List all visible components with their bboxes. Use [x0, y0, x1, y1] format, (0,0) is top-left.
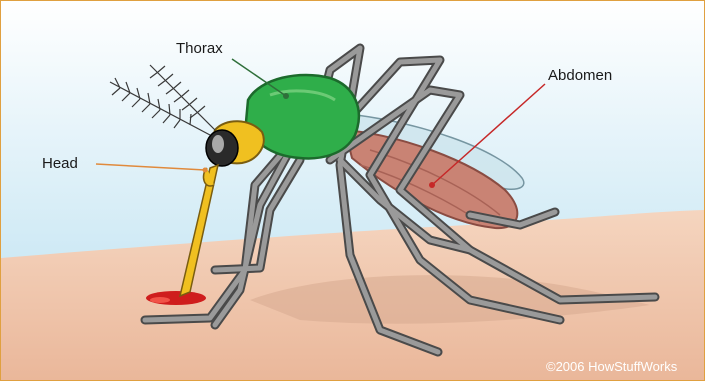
image-border: [0, 0, 705, 381]
mosquito-anatomy-diagram: Thorax Abdomen Head ©2006 HowStuffWorks: [0, 0, 707, 383]
